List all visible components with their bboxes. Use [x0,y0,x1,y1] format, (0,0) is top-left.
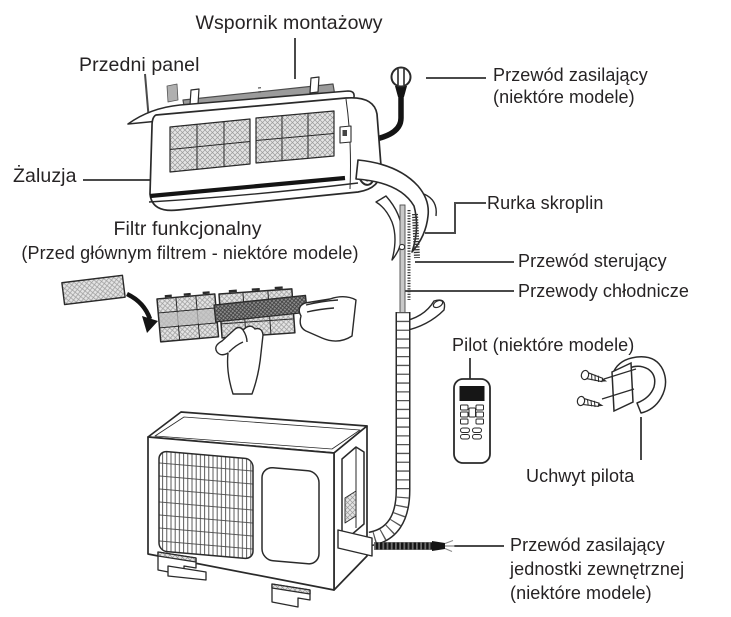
label-outdoor-power-cord: Przewód zasilający jednostki zewnętrznej… [510,535,685,603]
pipe-bundle-icon [355,159,446,338]
remote-control-icon [453,378,491,464]
screw-icon [580,369,608,383]
screw-icon [576,395,604,408]
outdoor-unit-illustration [147,411,373,608]
label-refrigerant-lines: Przewody chłodnicze [518,281,689,301]
label-mounting-bracket: Wspornik montażowy [195,12,383,34]
label-functional-filter: Filtr funkcjonalny [113,218,262,240]
label-front-panel: Przedni panel [79,54,200,76]
hand-right-icon [298,296,357,342]
outdoor-power-cable-icon [374,539,455,553]
display-panel-icon [339,125,352,144]
label-remote: Pilot (niektóre modele) [452,335,635,355]
label-control-wire: Przewód sterujący [518,251,667,271]
power-plug-icon [349,66,412,150]
connection-box-icon [337,446,373,557]
indoor-filters-icon [169,110,335,173]
unit-feet-icon [157,551,311,608]
outdoor-grille-icon [158,450,254,560]
filter-panel-left-icon [156,291,220,343]
remote-holder-icon [576,356,667,414]
hand-left-icon [215,325,264,395]
leader-lines [83,38,642,547]
label-remote-holder: Uchwyt pilota [526,466,635,486]
corrugated-hose-icon [368,312,411,547]
functional-filter-icon [61,274,126,306]
label-drain-pipe: Rurka skroplin [487,193,604,213]
drain-pipe-icon [412,213,420,259]
filter-insertion-illustration [61,274,357,395]
louver-icon [148,175,359,203]
indoor-unit-illustration [127,76,382,212]
strap-icon [398,299,446,332]
label-power-cord: Przewód zasilający (niektóre modele) [493,65,648,107]
label-functional-filter-note: (Przed głównym filtrem - niektóre modele… [21,243,359,263]
label-louver: Żaluzja [13,165,77,187]
arrow-icon [125,291,158,333]
outdoor-side-panel-icon [261,466,320,565]
